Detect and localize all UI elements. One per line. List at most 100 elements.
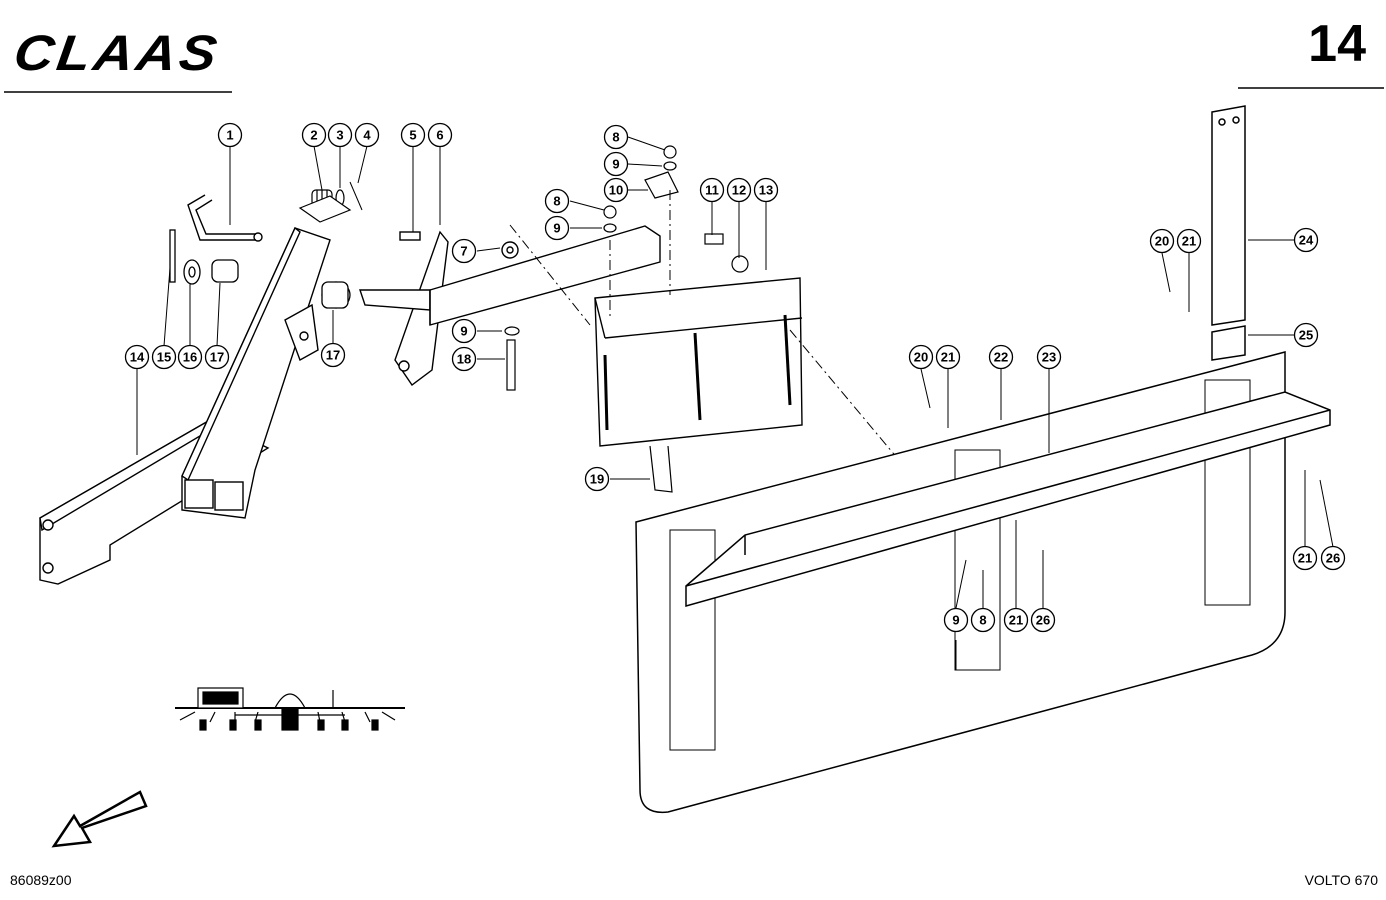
callout-c5: 5: [400, 122, 426, 148]
callout-label: 9: [553, 221, 560, 236]
main-frame-arm: [39, 226, 331, 585]
callout-circle: [584, 466, 610, 492]
callout-label: 10: [609, 183, 623, 198]
callout-c4: 4: [354, 122, 380, 148]
callout-label: 14: [130, 350, 145, 365]
callout-c13: 13: [753, 177, 779, 203]
callout-c21d: 21: [1292, 545, 1318, 571]
callout-label: 21: [1298, 551, 1312, 566]
callout-label: 2: [310, 128, 317, 143]
callout-c17a: 17: [204, 344, 230, 370]
callout-circle: [970, 607, 996, 633]
callout-label: 18: [457, 352, 471, 367]
bushes-parts-15-17: [169, 229, 351, 309]
callout-circle: [603, 124, 629, 150]
callout-circle: [699, 177, 725, 203]
callout-circle: [427, 122, 453, 148]
callout-c9b: 9: [544, 215, 570, 241]
callout-label: 20: [914, 350, 928, 365]
callout-circle: [451, 346, 477, 372]
assembly-leader-lines: [509, 190, 971, 546]
callout-circle: [1036, 344, 1062, 370]
callout-c9c: 9: [451, 318, 477, 344]
callout-circle: [451, 238, 477, 264]
claas-logo: CLAAS: [11, 25, 224, 81]
callout-c17b: 17: [320, 342, 346, 368]
callout-circle: [1003, 607, 1029, 633]
callout-label: 9: [952, 613, 959, 628]
callout-label: 9: [612, 157, 619, 172]
callout-circle: [354, 122, 380, 148]
callout-c7: 7: [451, 238, 477, 264]
callout-c9a: 9: [603, 151, 629, 177]
callout-label: 22: [994, 350, 1008, 365]
callout-label: 7: [460, 244, 467, 259]
page-number: 14: [1308, 15, 1366, 73]
springs-parts-2-4: [298, 181, 363, 223]
machine-thumbnail: [175, 687, 405, 731]
callout-c23: 23: [1036, 344, 1062, 370]
rail-part-23: [685, 391, 1331, 607]
callout-circle: [151, 344, 177, 370]
callout-c9d: 9: [943, 607, 969, 633]
callout-circle: [988, 344, 1014, 370]
callout-label: 5: [409, 128, 416, 143]
callout-c18: 18: [451, 346, 477, 372]
callout-circle: [1149, 228, 1175, 254]
callout-circle: [1293, 227, 1319, 253]
callout-circle: [217, 122, 243, 148]
callout-c14: 14: [124, 344, 150, 370]
callout-label: 21: [1182, 234, 1196, 249]
callout-c3: 3: [327, 122, 353, 148]
callout-label: 25: [1299, 328, 1313, 343]
callout-label: 12: [732, 183, 746, 198]
callout-c21b: 21: [935, 344, 961, 370]
callout-circle: [1320, 545, 1346, 571]
callout-circle: [451, 318, 477, 344]
callout-c20a: 20: [1149, 228, 1175, 254]
callout-label: 11: [705, 183, 719, 198]
callout-circle: [603, 151, 629, 177]
callout-circle: [1030, 607, 1056, 633]
callout-circle: [544, 215, 570, 241]
callout-circle: [177, 344, 203, 370]
callout-label: 19: [590, 472, 604, 487]
callout-circle: [1176, 228, 1202, 254]
callout-label: 17: [326, 348, 340, 363]
callout-label: 26: [1326, 551, 1340, 566]
callout-circle: [320, 342, 346, 368]
callout-c2: 2: [301, 122, 327, 148]
callout-label: 15: [157, 350, 171, 365]
callout-label: 4: [363, 128, 371, 143]
callout-label: 9: [460, 324, 467, 339]
callout-label: 21: [1009, 613, 1023, 628]
callout-label: 1: [226, 128, 233, 143]
callout-c21c: 21: [1003, 607, 1029, 633]
callout-label: 6: [436, 128, 443, 143]
callout-c25: 25: [1293, 322, 1319, 348]
drawing-code: 86089z00: [10, 872, 72, 888]
hardware-nuts-washers: [504, 145, 749, 493]
callout-label: 8: [612, 130, 619, 145]
callout-c24: 24: [1293, 227, 1319, 253]
callout-c1: 1: [217, 122, 243, 148]
callout-circle: [943, 607, 969, 633]
callout-label: 8: [553, 194, 560, 209]
callout-circle: [544, 188, 570, 214]
callout-c19: 19: [584, 466, 610, 492]
callout-circle: [603, 177, 629, 203]
callout-c21a: 21: [1176, 228, 1202, 254]
callout-circle: [400, 122, 426, 148]
callout-c11: 11: [699, 177, 725, 203]
callout-circle: [301, 122, 327, 148]
callout-c10: 10: [603, 177, 629, 203]
callout-c16: 16: [177, 344, 203, 370]
callout-label: 13: [759, 183, 773, 198]
beam-part: [429, 225, 661, 326]
callout-c26b: 26: [1320, 545, 1346, 571]
callout-label: 3: [336, 128, 343, 143]
callout-label: 8: [979, 613, 986, 628]
brand-logo: CLAAS: [11, 25, 224, 81]
